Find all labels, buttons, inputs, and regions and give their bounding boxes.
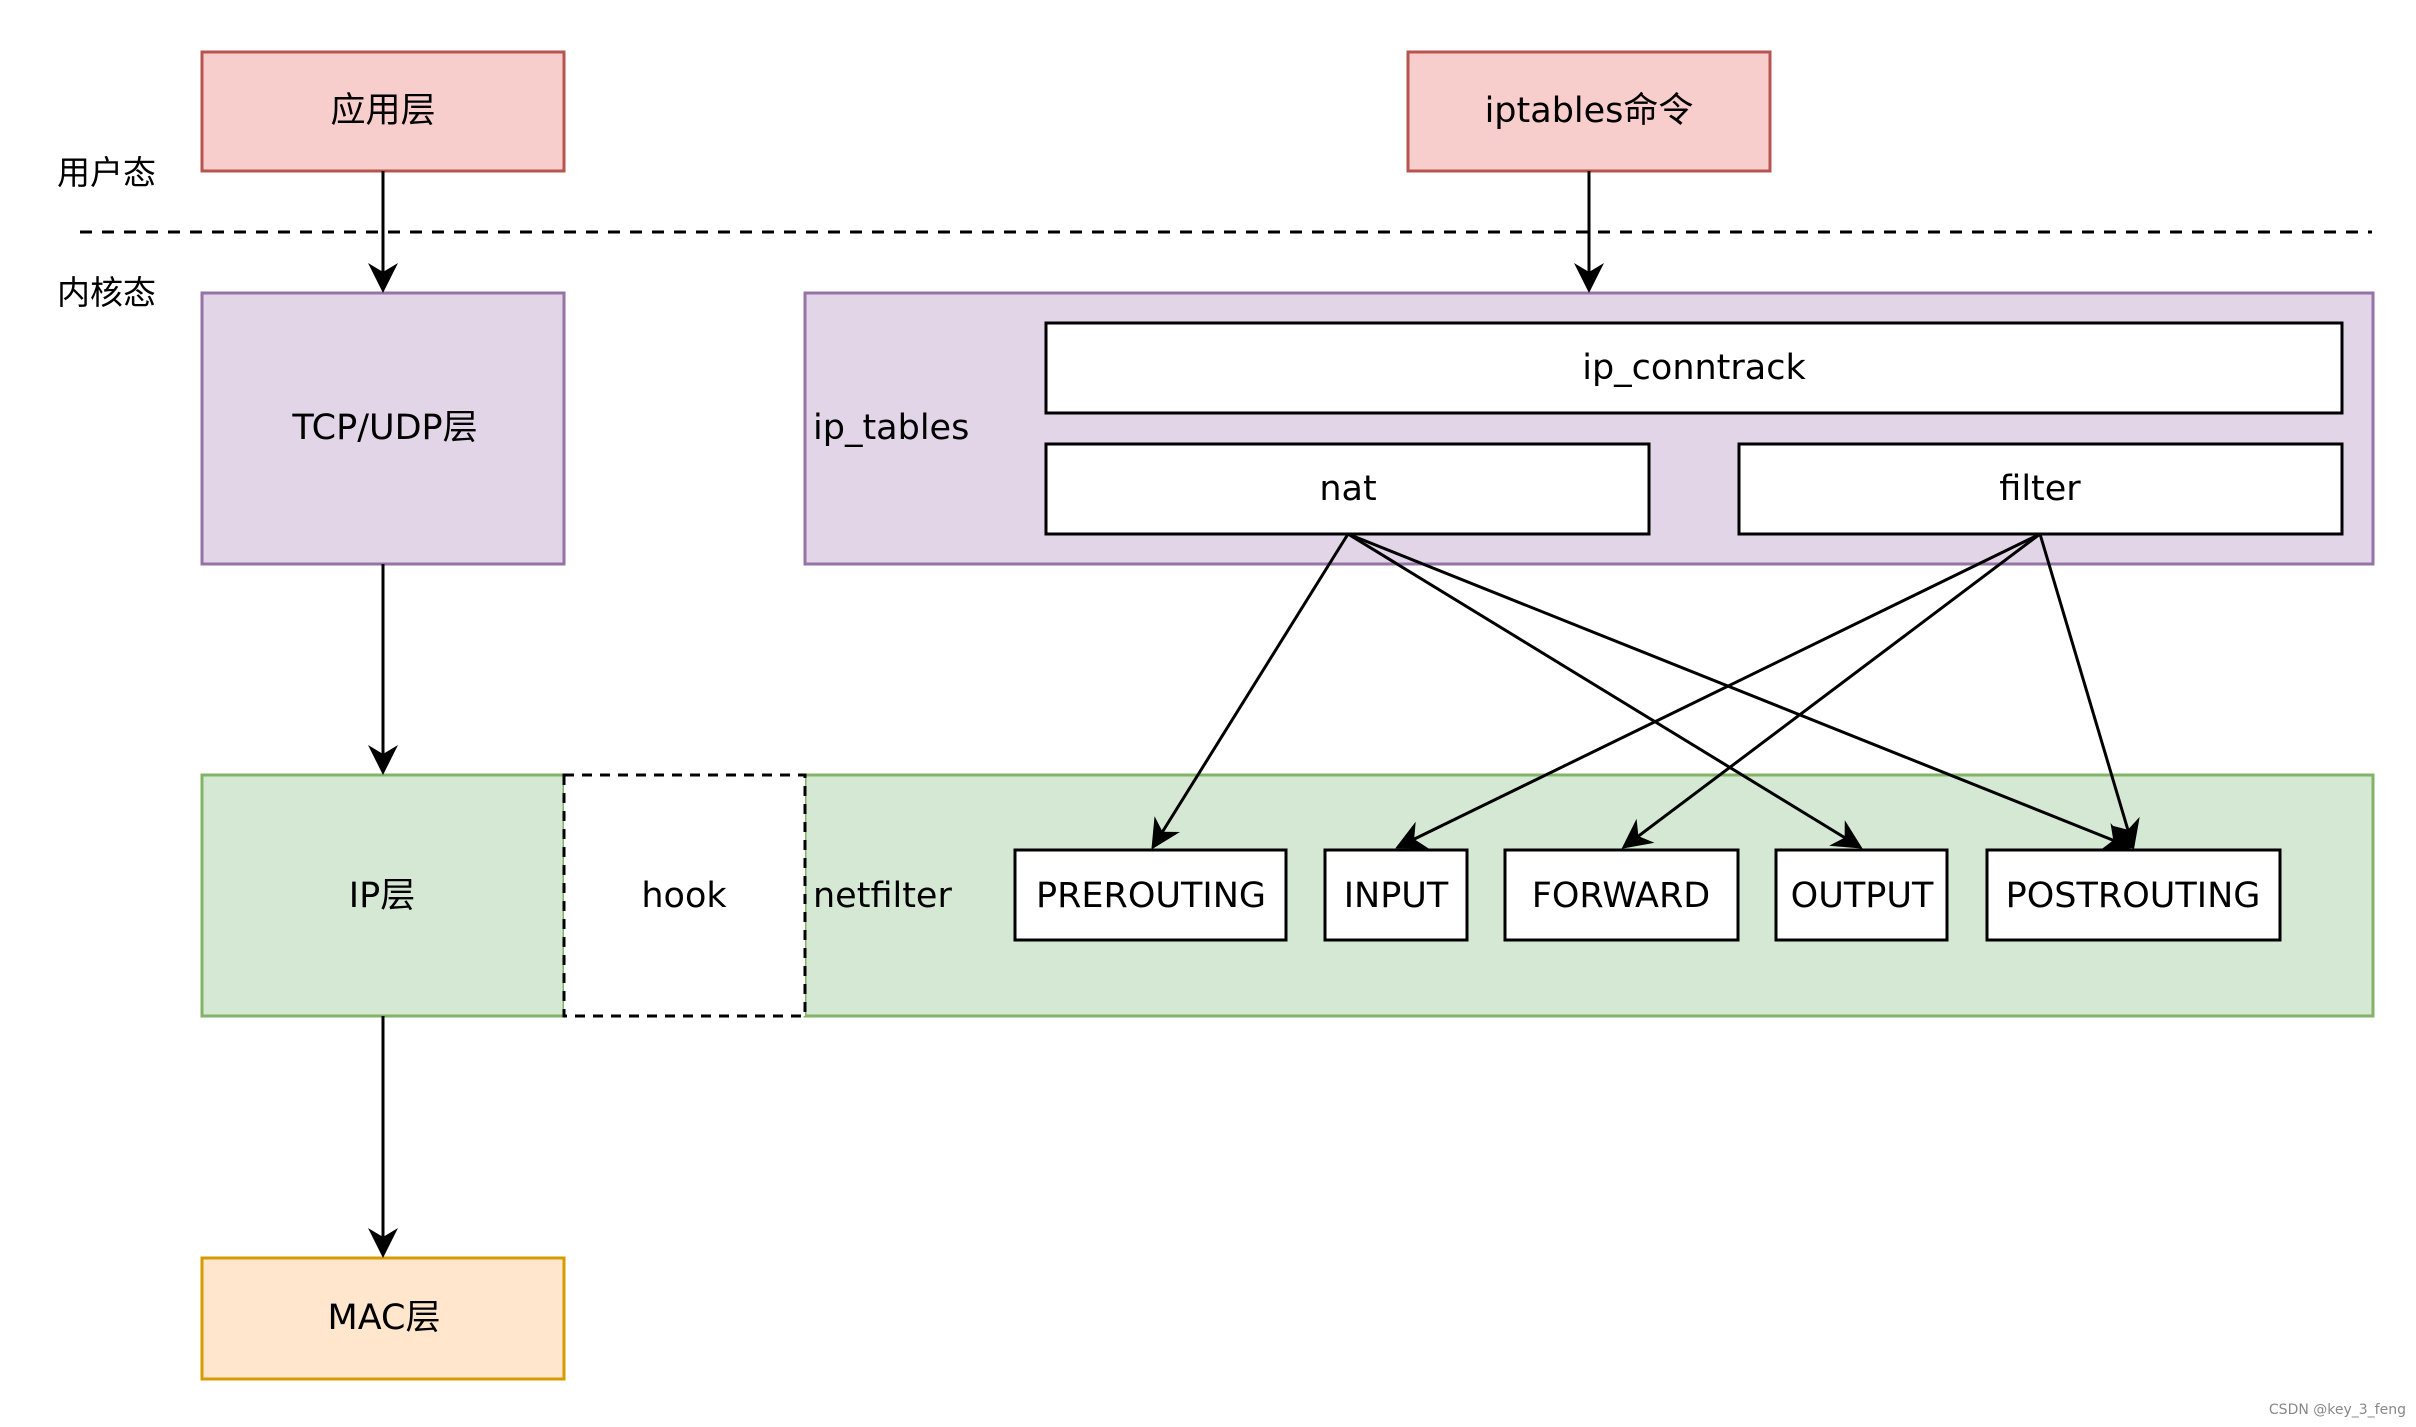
input-hook-label: INPUT <box>1344 876 1449 916</box>
ip-conntrack-label: ip_conntrack <box>1582 348 1806 388</box>
ip-layer-label: IP层 <box>349 876 415 916</box>
mac-layer-box <box>200 1256 566 1381</box>
prerouting-hook-label: PREROUTING <box>1036 876 1266 916</box>
hook-label: hook <box>641 876 727 916</box>
postrouting-hook-label: POSTROUTING <box>2006 876 2261 916</box>
netfilter-label: netfilter <box>813 876 952 916</box>
ip-layer-box <box>200 773 566 1018</box>
iptables-command-label: iptables命令 <box>1485 91 1694 131</box>
tcp-udp-layer-label: TCP/UDP层 <box>291 408 477 448</box>
nat-table-box <box>1044 442 1651 536</box>
filter-to-postrouting-arrow <box>2038 533 2140 850</box>
output-hook-label: OUTPUT <box>1791 876 1934 916</box>
app-layer-label: 应用层 <box>330 91 435 131</box>
output-hook-box <box>1774 848 1949 942</box>
filter-to-forward-arrow <box>1621 532 2041 849</box>
mac-layer-label: MAC层 <box>328 1298 441 1338</box>
forward-hook-box <box>1503 848 1740 942</box>
ip-conntrack-box <box>1044 321 2344 415</box>
forward-hook-label: FORWARD <box>1532 876 1711 916</box>
filter-table-label: filter <box>1999 469 2081 509</box>
nat-to-output-arrow <box>1347 532 1863 849</box>
nat-table-label: nat <box>1319 469 1376 509</box>
kernel-mode-label: 内核态 <box>57 273 156 312</box>
filter-to-input-arrow <box>1395 532 2041 849</box>
prerouting-hook-box <box>1013 848 1288 942</box>
input-hook-box <box>1323 848 1469 942</box>
user-mode-label: 用户态 <box>57 153 156 192</box>
csdn-watermark: CSDN @key_3_feng <box>2269 1402 2406 1418</box>
nat-to-postrouting-arrow <box>1347 532 2133 851</box>
nat-to-prerouting-arrow <box>1151 533 1350 850</box>
postrouting-hook-box <box>1985 848 2282 942</box>
iptables-command-box <box>1406 50 1772 173</box>
filter-table-box <box>1737 442 2344 536</box>
hook-box <box>562 773 807 1018</box>
ip-tables-label: ip_tables <box>813 408 969 448</box>
app-layer-box <box>200 50 566 173</box>
